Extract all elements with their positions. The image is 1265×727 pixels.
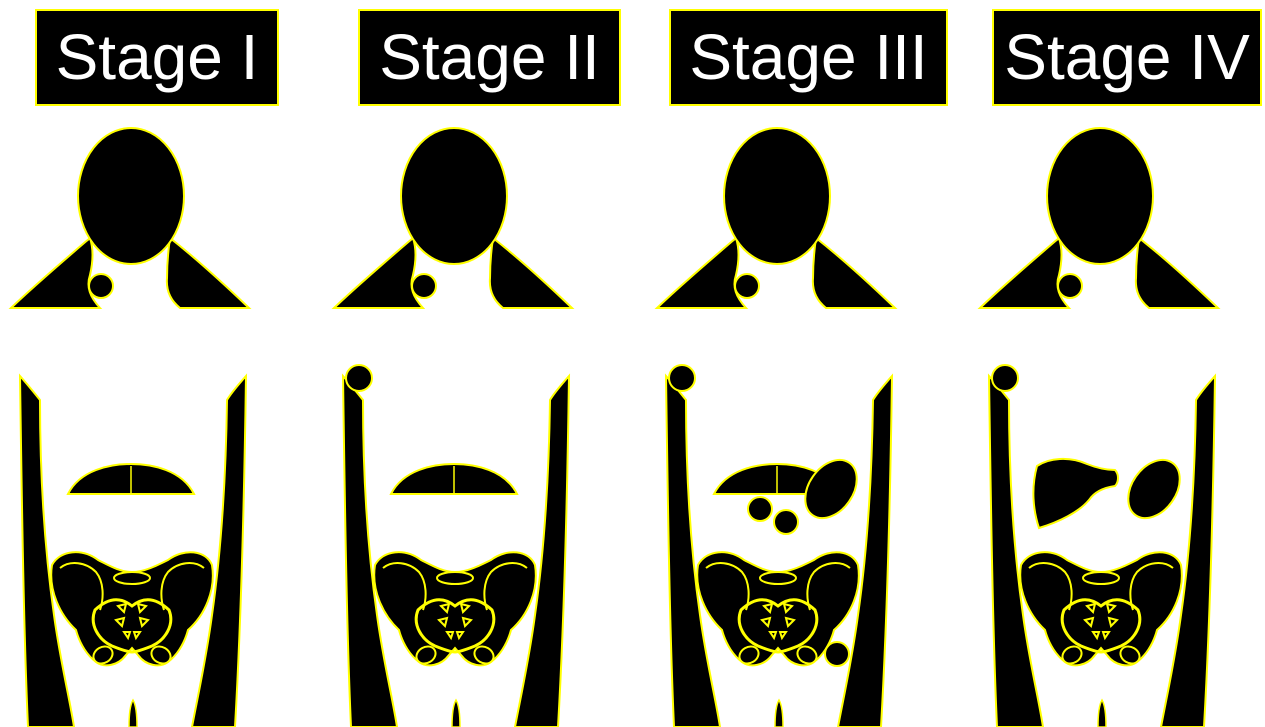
right-flank xyxy=(1161,376,1215,727)
pelvis xyxy=(374,552,536,667)
cervical-lymph-node xyxy=(89,274,113,298)
liver xyxy=(1033,459,1118,528)
cervical-lymph-node xyxy=(1058,274,1082,298)
lower-midline xyxy=(129,700,137,727)
left-flank xyxy=(20,376,74,727)
abdominal-lymph-node xyxy=(748,497,772,521)
axillary-lymph-node xyxy=(992,365,1018,391)
stage-4-figure xyxy=(980,128,1218,727)
lower-midline xyxy=(452,700,460,727)
head xyxy=(401,128,507,264)
right-flank xyxy=(515,376,569,727)
left-shoulder xyxy=(11,238,100,308)
cervical-lymph-node xyxy=(735,274,759,298)
stage-3-figure xyxy=(657,128,895,727)
abdominal-lymph-node xyxy=(774,510,798,534)
right-shoulder xyxy=(490,238,572,308)
left-shoulder xyxy=(980,238,1069,308)
pelvis-outline xyxy=(374,552,536,665)
right-shoulder xyxy=(813,238,895,308)
right-flank xyxy=(838,376,892,727)
pelvic-lymph-node xyxy=(825,642,849,666)
pelvis xyxy=(1020,552,1182,667)
pelvis xyxy=(51,552,213,667)
lower-midline xyxy=(775,700,783,727)
head xyxy=(78,128,184,264)
lower-midline xyxy=(1098,700,1106,727)
left-flank xyxy=(989,376,1043,727)
left-flank xyxy=(343,376,397,727)
right-flank xyxy=(192,376,246,727)
cervical-lymph-node xyxy=(412,274,436,298)
axillary-lymph-node xyxy=(346,365,372,391)
pelvis-outline xyxy=(51,552,213,665)
right-shoulder xyxy=(1136,238,1218,308)
left-flank xyxy=(666,376,720,727)
right-shoulder xyxy=(167,238,249,308)
spleen xyxy=(1118,450,1191,528)
stage-2-figure xyxy=(334,128,572,727)
stage-1-figure xyxy=(11,128,249,727)
head xyxy=(724,128,830,264)
left-shoulder xyxy=(657,238,746,308)
head xyxy=(1047,128,1153,264)
left-shoulder xyxy=(334,238,423,308)
axillary-lymph-node xyxy=(669,365,695,391)
pelvis-outline xyxy=(1020,552,1182,665)
